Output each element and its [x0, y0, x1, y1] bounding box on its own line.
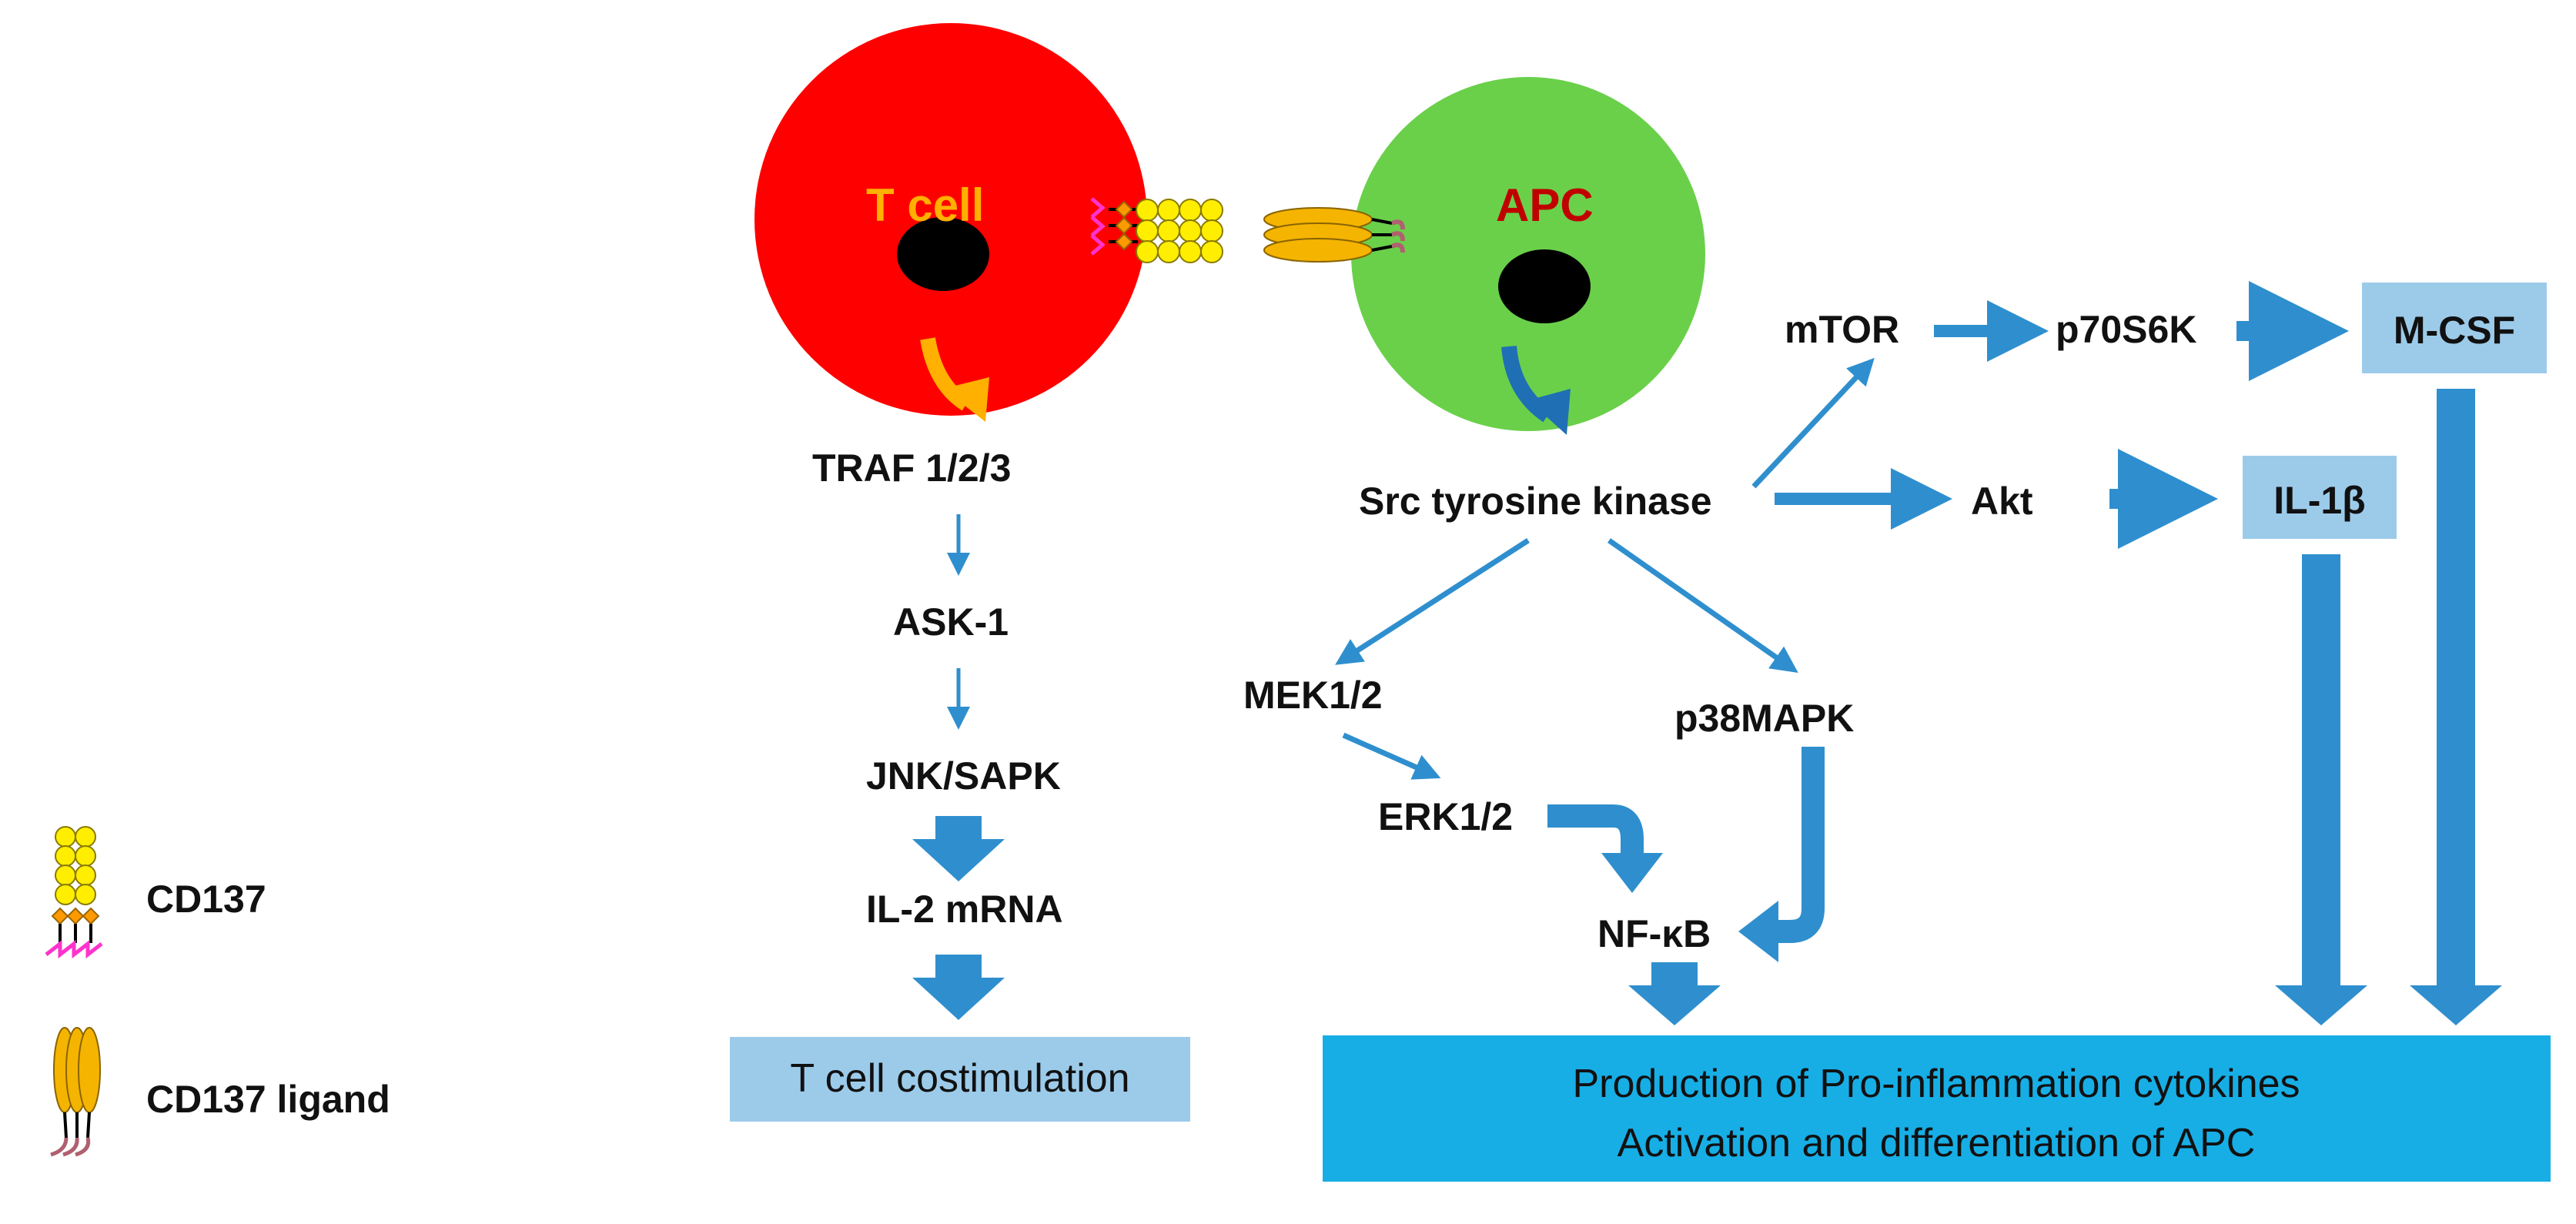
box-t-costimulation-text: T cell costimulation: [790, 1056, 1129, 1101]
cd137-ligand-on-apc: [1263, 207, 1405, 263]
apc-cell: APC: [1351, 77, 1705, 431]
node-mtor: mTOR: [1785, 308, 1899, 351]
arrow-mek-erk: [1342, 732, 1441, 780]
node-traf: TRAF 1/2/3: [812, 446, 1011, 490]
legend-cd137-icon: [45, 826, 103, 959]
node-src: Src tyrosine kinase: [1359, 480, 1712, 523]
t-cell: T cell: [754, 23, 1147, 416]
apc-output-arrow-head: [1528, 389, 1571, 435]
node-p70s6k: p70S6K: [2056, 308, 2196, 351]
arrow-src-mtor: [1751, 357, 1875, 489]
node-jnk: JNK/SAPK: [866, 754, 1061, 798]
arrow-jnk-il2: [912, 816, 1005, 881]
box-production: [1323, 1035, 2551, 1182]
box-production-line1: Production of Pro-inflammation cytokines: [1572, 1062, 2300, 1106]
apc-cell-nucleus: [1498, 249, 1591, 323]
arrow-mcsf-production: [2410, 389, 2502, 1025]
apc-cell-label: APC: [1496, 179, 1594, 231]
box-il1b: [2243, 456, 2397, 539]
node-akt: Akt: [1971, 480, 2033, 523]
node-nfkb: NF-κB: [1597, 912, 1711, 955]
arrow-il1b-production: [2275, 554, 2367, 1025]
node-mek: MEK1/2: [1243, 674, 1383, 717]
node-il2: IL-2 mRNA: [866, 888, 1063, 931]
node-p38: p38MAPK: [1674, 697, 1854, 740]
box-mcsf-text: M-CSF: [2394, 309, 2515, 352]
node-erk: ERK1/2: [1378, 795, 1513, 838]
node-ask1: ASK-1: [893, 600, 1009, 644]
legend-cd137-label: CD137: [146, 878, 266, 921]
box-production-line2: Activation and differentiation of APC: [1618, 1121, 2256, 1165]
arrow-src-mek: [1335, 538, 1530, 665]
box-il1b-text: IL-1β: [2273, 479, 2365, 522]
tcell-output-arrow-head: [943, 377, 989, 422]
t-cell-nucleus: [897, 217, 989, 291]
legend: CD137 CD137 ligand: [45, 826, 390, 1157]
arrow-il2-costim: [912, 955, 1005, 1020]
arrow-p38-nfkb-head: [1738, 901, 1778, 962]
arrow-erk-nfkb-head: [1601, 853, 1663, 893]
arrow-p38-nfkb: [1771, 747, 1825, 943]
legend-cd137-ligand-icon: [50, 1027, 101, 1157]
arrow-nfkb-production: [1628, 962, 1721, 1025]
legend-cd137-ligand-label: CD137 ligand: [146, 1078, 390, 1121]
box-t-costimulation: [730, 1037, 1190, 1122]
arrow-erk-nfkb: [1547, 804, 1644, 856]
t-cell-label: T cell: [866, 179, 984, 231]
box-mcsf: [2362, 283, 2547, 373]
arrow-src-p38: [1607, 538, 1798, 674]
cd137-receptor-on-tcell: [1090, 197, 1223, 263]
